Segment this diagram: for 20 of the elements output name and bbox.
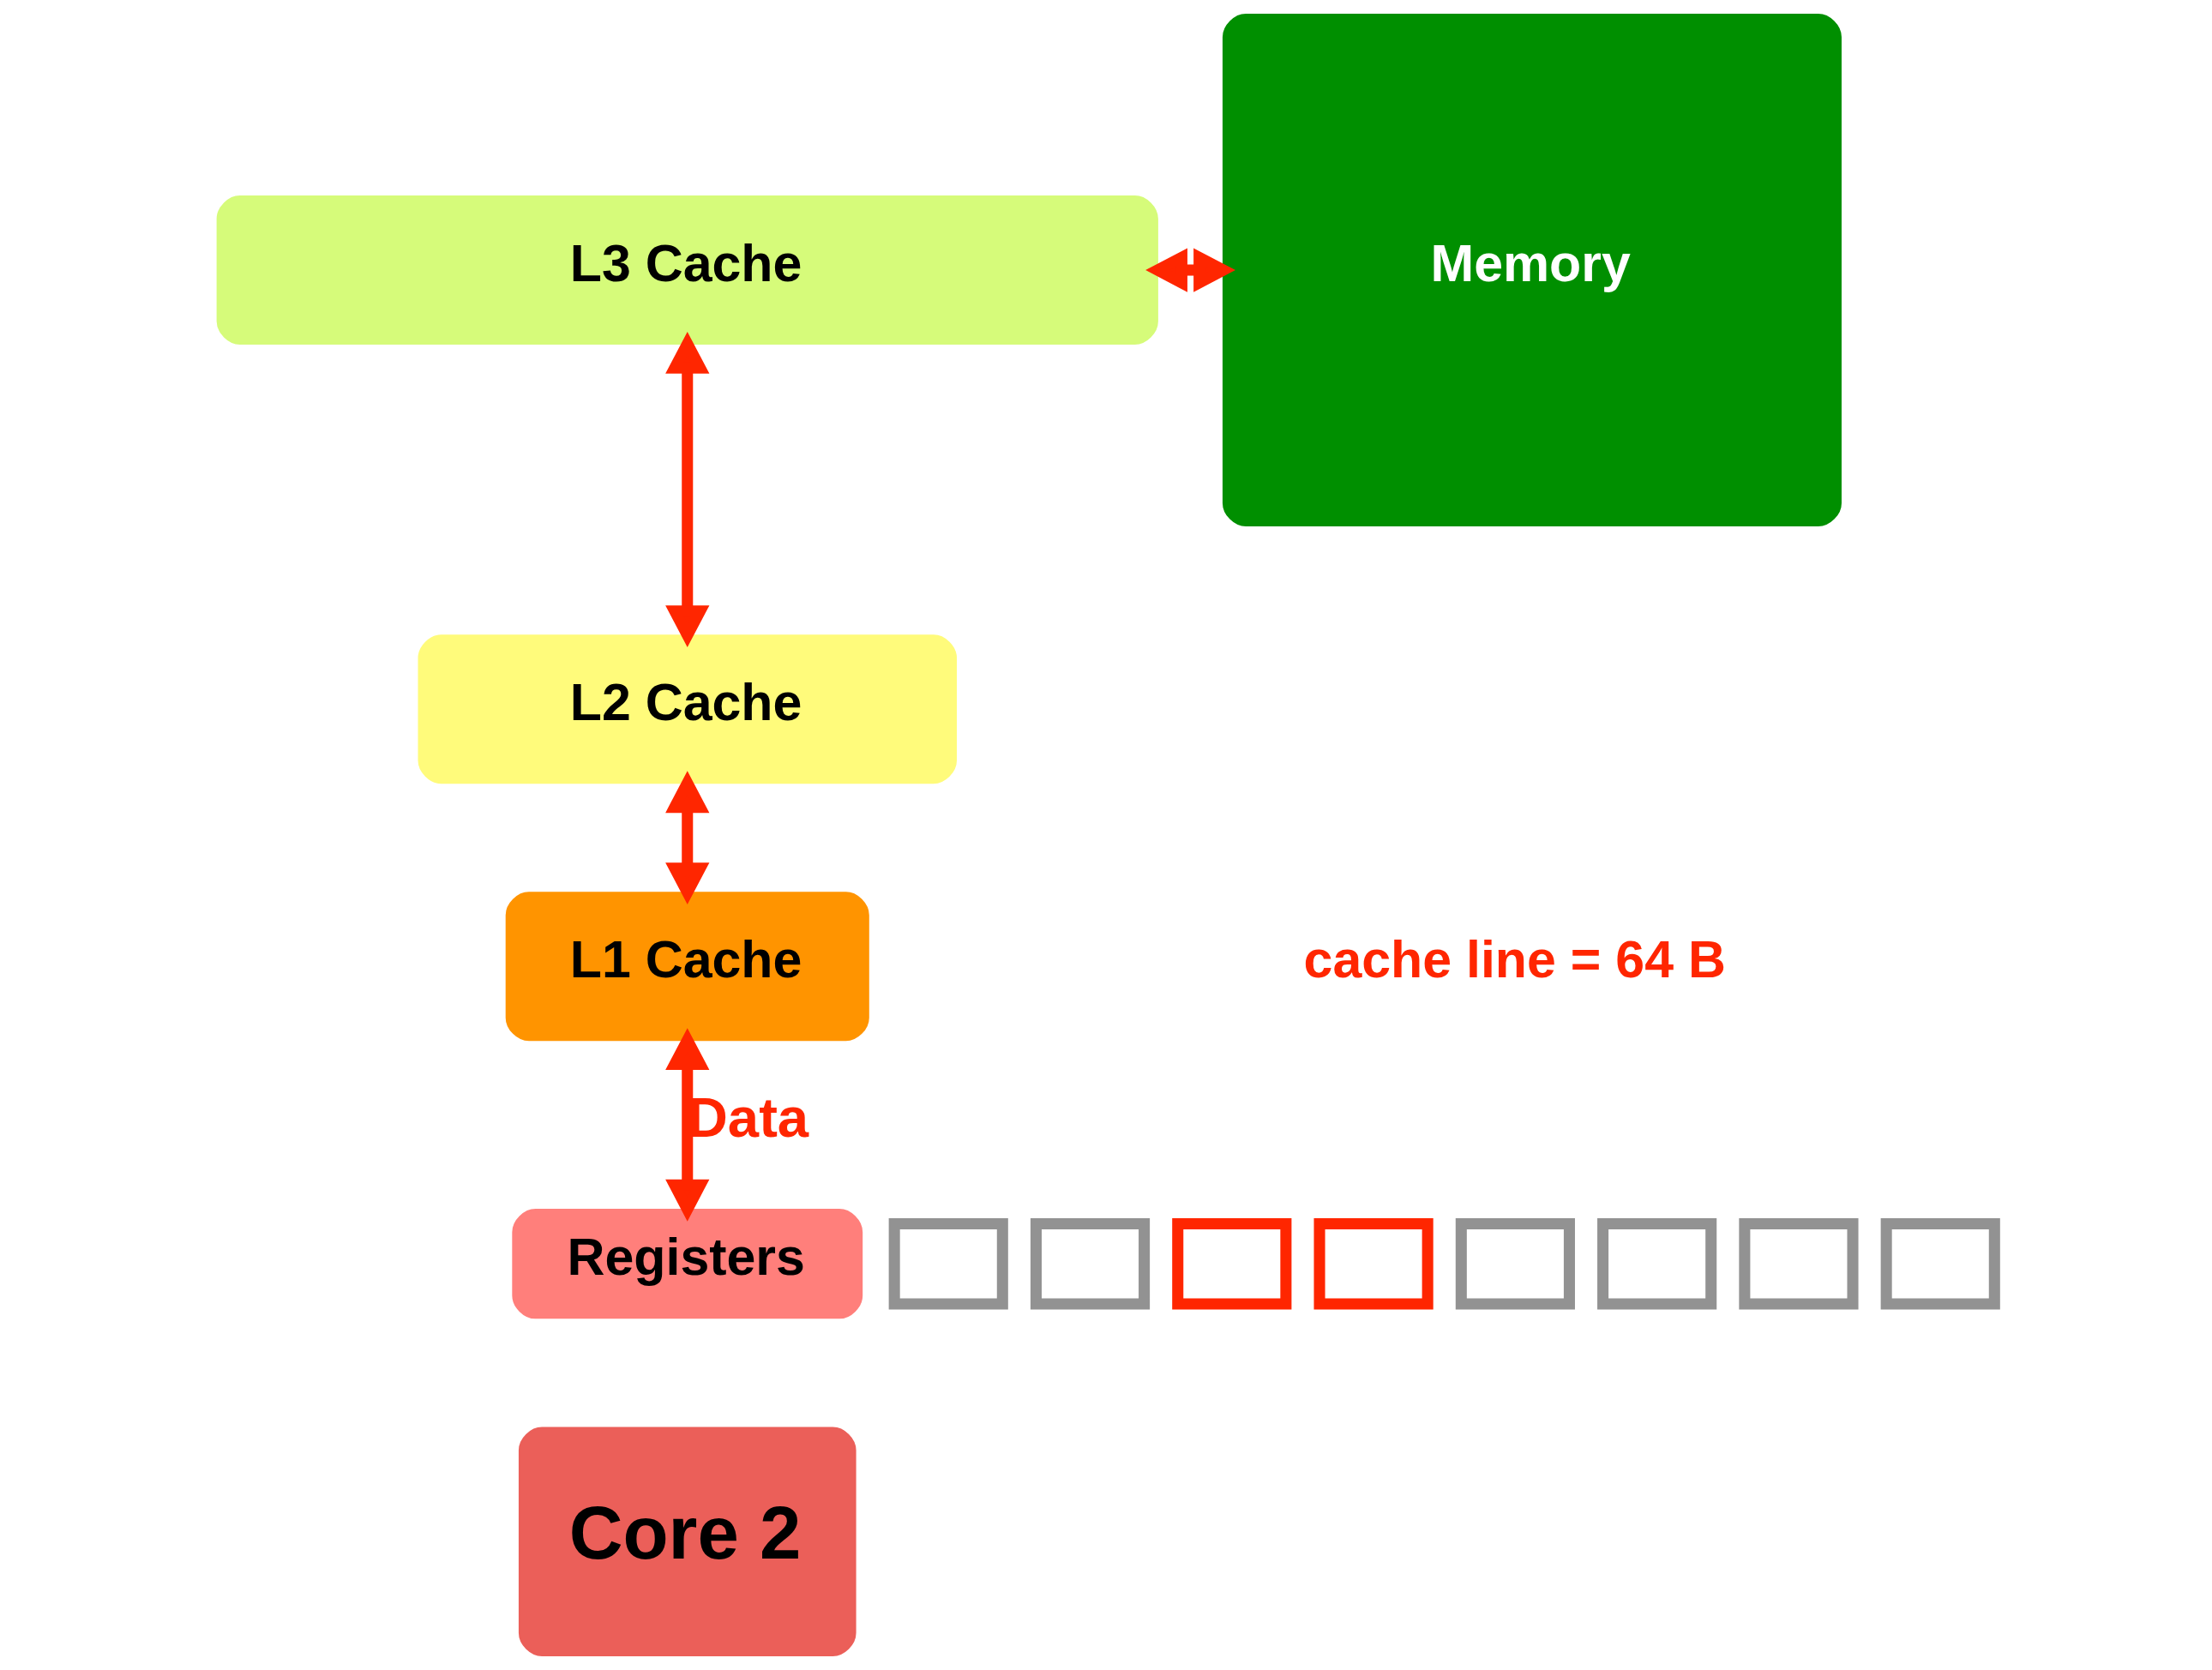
node-box: L3 Cache	[216, 195, 1158, 345]
arrow	[1145, 248, 1235, 292]
node-box	[1880, 1217, 2000, 1310]
node-box: Memory	[1222, 14, 1842, 527]
node-box: L1 Cache	[505, 892, 869, 1042]
node-box	[1597, 1217, 1717, 1310]
edge-label: Data	[687, 1086, 809, 1150]
arrow	[665, 332, 710, 648]
node-box	[1030, 1217, 1151, 1310]
node-box	[888, 1217, 1008, 1310]
node-box	[1455, 1217, 1575, 1310]
node-box	[1172, 1217, 1292, 1310]
node-box: L2 Cache	[418, 634, 957, 784]
node-box: Registers	[512, 1209, 863, 1319]
node-box	[1739, 1217, 1859, 1310]
arrow	[665, 771, 710, 904]
label: cache line = 64 B	[1303, 930, 1726, 989]
arrow	[665, 1028, 710, 1222]
node-box: Core 2	[518, 1427, 857, 1656]
node-box	[1313, 1217, 1434, 1310]
